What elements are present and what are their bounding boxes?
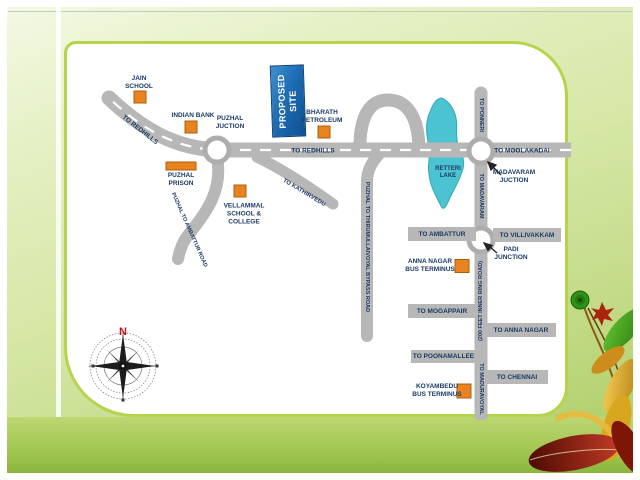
indian-bank-label: INDIAN BANK	[171, 112, 215, 120]
road-puzhal-ambattur	[172, 152, 225, 265]
to-maduravoyal-label: TO MADURAVOYAL	[478, 363, 484, 415]
roads-graphic	[101, 86, 571, 420]
padi-junction-label: PADI JUNCTION	[494, 246, 528, 261]
puzhal-junction-roundabout	[202, 135, 232, 165]
puzhal-prison-label: PUZHAL PRISON	[167, 172, 195, 187]
madavaram-junction-roundabout	[466, 136, 496, 166]
road-loop	[353, 93, 426, 158]
madavaram-junction-label: MADAVARAM JUCTION	[492, 169, 536, 184]
road-to-anna-nagar: TO ANNA NAGAR	[486, 323, 556, 337]
puzhal-prison-marker	[165, 161, 197, 171]
koyambedu-bus-marker	[456, 383, 472, 399]
koyambedu-bus-label: KOYAMBEDU BUS TERMINUS	[412, 383, 462, 398]
compass-rose-icon	[89, 332, 159, 402]
top-divider-line	[8, 11, 632, 12]
map-panel: PROPOSED SITE JAIN SCHOOL INDIAN BANK PU…	[64, 41, 571, 420]
vellammal-label: VELLAMMAL SCHOOL & COLLEGE	[223, 202, 265, 225]
anna-nagar-bus-label: ANNA NAGAR BUS TERMINUS	[405, 258, 455, 273]
road-to-villivakkam: TO VILLIVAKKAM	[493, 228, 561, 242]
retteri-lake-label: RETTERI LAKE	[435, 165, 461, 179]
to-madavaram-label: TO MADAVARAM	[478, 173, 484, 219]
bharath-petroleum-marker	[317, 125, 331, 139]
to-moolakadai-label: TO MOOLAKADAI	[494, 147, 550, 155]
road-centerline-dashes	[108, 97, 571, 152]
to-ponneri-label: TO PONNERI	[478, 97, 484, 133]
compass-north-label: N	[119, 326, 127, 338]
bottom-green-band	[7, 417, 633, 473]
bharath-petroleum-label: BHARATH PETROLEUM	[301, 109, 343, 124]
road-kathirvedu	[251, 151, 339, 210]
indian-bank-marker	[184, 120, 198, 134]
junction-callout-arrows	[482, 160, 502, 254]
inner-ring-road-label: (200 FEET INNER RING ROAD)	[478, 260, 484, 342]
proposed-site-label: PROPOSED SITE	[275, 73, 299, 129]
left-accent-stripe	[56, 7, 61, 473]
road-thirumullaivoyal	[361, 147, 386, 342]
thirumullaivoyal-road-label: PUZHAL TO THIRUMULLAIVOYAL BYPASS ROAD	[364, 181, 370, 313]
vellammal-marker	[233, 184, 247, 198]
anna-nagar-bus-marker	[454, 259, 470, 273]
road-to-mogappair: TO MOGAPPAIR	[408, 304, 476, 318]
road-to-chennai: TO CHENNAI	[486, 370, 548, 384]
puzhal-junction-label: PUZHAL JUCTION	[215, 115, 245, 130]
jain-school-marker	[133, 90, 147, 104]
decorative-leaves-illustration	[528, 290, 640, 476]
road-to-poonamallee: TO POONAMALLEE	[411, 350, 476, 363]
to-redhills-main-label: TO REDHILLS	[291, 147, 335, 155]
proposed-site-marker: PROPOSED SITE	[269, 64, 307, 138]
jain-school-label: JAIN SCHOOL	[125, 75, 153, 90]
road-to-ambattur: TO AMBATTUR	[408, 227, 476, 241]
